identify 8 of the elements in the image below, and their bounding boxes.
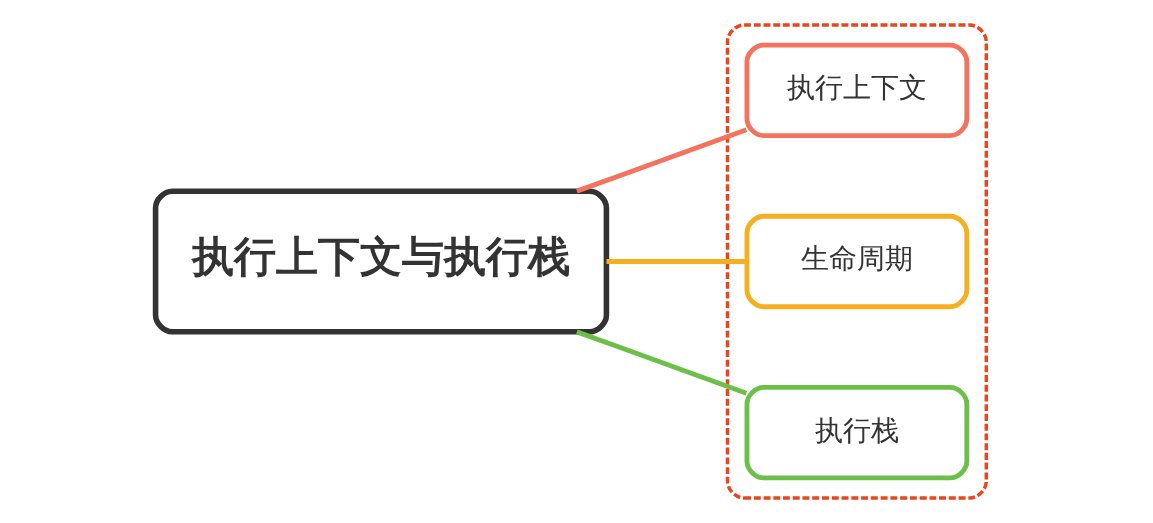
node-box: 执行上下文与执行栈 <box>152 188 610 335</box>
node-box: 执行上下文 <box>744 42 970 138</box>
node-box: 执行栈 <box>744 385 970 481</box>
node-box: 生命周期 <box>744 213 970 310</box>
connector <box>606 259 747 264</box>
connector <box>576 329 748 396</box>
cluster <box>725 23 989 500</box>
connector <box>576 127 748 194</box>
